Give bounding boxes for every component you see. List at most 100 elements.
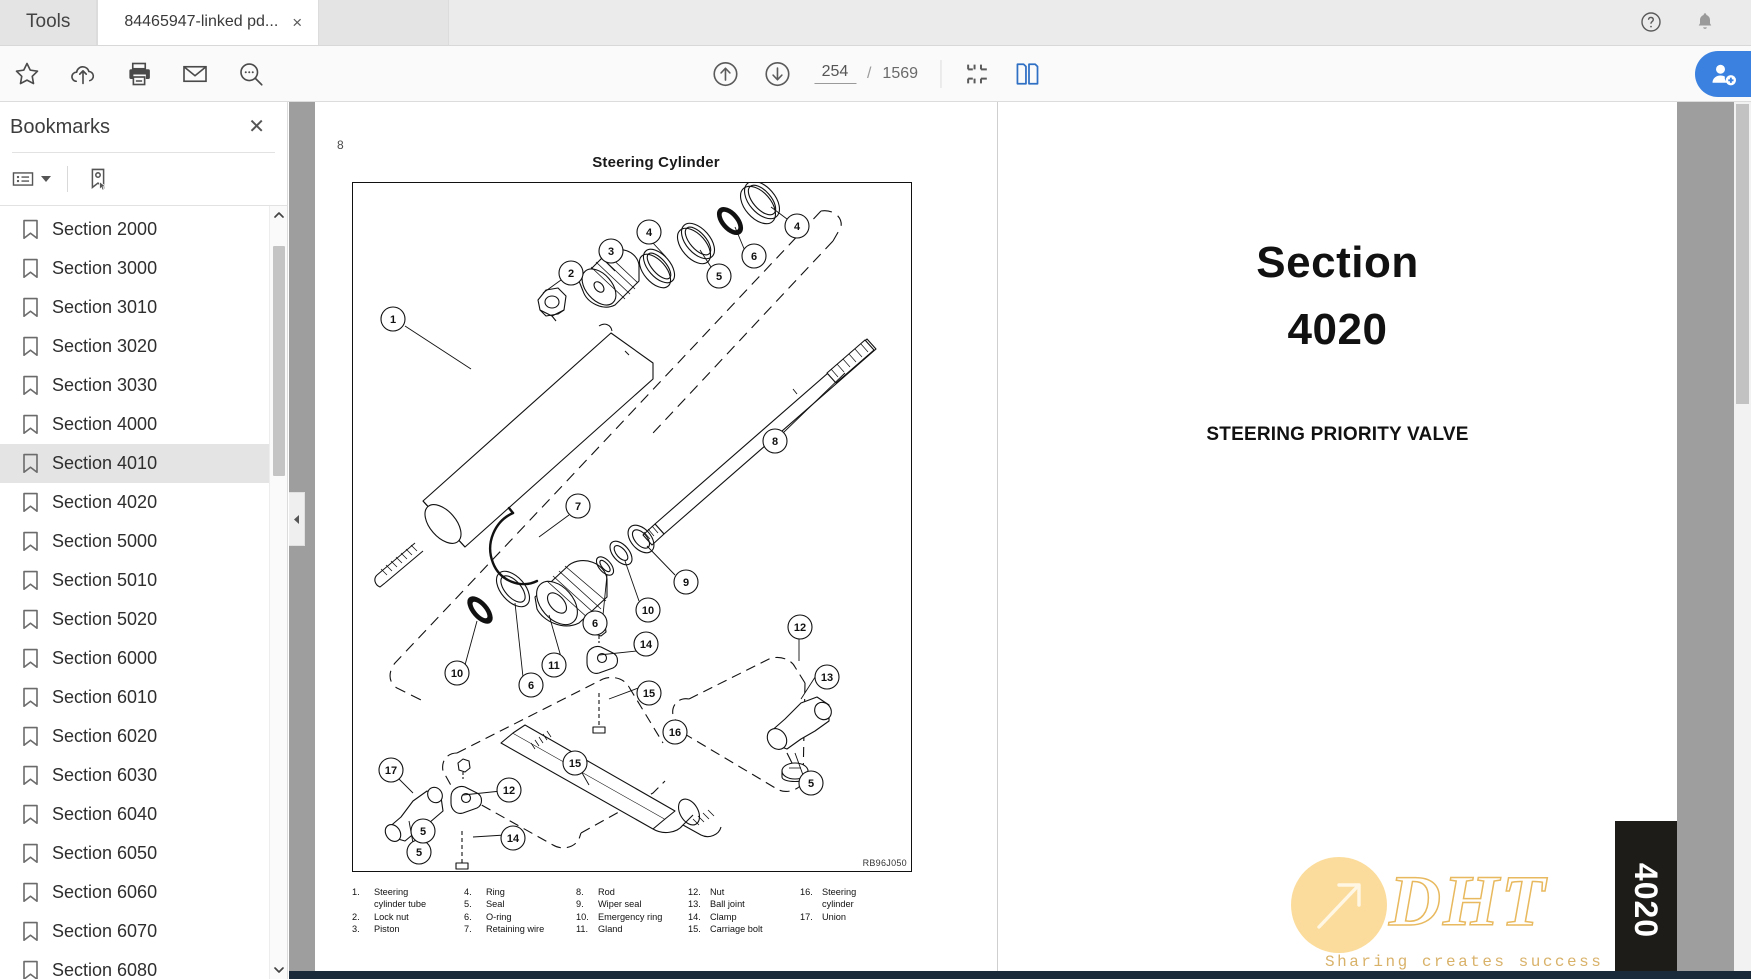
watermark: DHT Sharing creates success bbox=[1281, 843, 1611, 975]
tab-tools[interactable]: Tools bbox=[0, 0, 98, 45]
sidebar-item-section-6040[interactable]: Section 6040 bbox=[0, 795, 287, 834]
bookmark-icon bbox=[22, 453, 39, 474]
watermark-circle-icon bbox=[1291, 857, 1387, 953]
sidebar-item-section-3010[interactable]: Section 3010 bbox=[0, 288, 287, 327]
bookmark-icon bbox=[22, 492, 39, 513]
envelope-icon[interactable] bbox=[180, 59, 210, 89]
sidebar-item-label: Section 4010 bbox=[52, 453, 158, 473]
arrow-up-circle-icon[interactable] bbox=[710, 59, 740, 89]
bookmark-icon bbox=[22, 414, 39, 435]
toolbar-center-group: 254 / 1569 bbox=[710, 59, 1041, 89]
page-navigator: 254 / 1569 bbox=[813, 63, 918, 84]
sidebar-collapse-handle[interactable] bbox=[289, 492, 305, 546]
legend-item-name: Gland bbox=[598, 924, 623, 935]
sidebar-item-label: Section 3000 bbox=[52, 258, 158, 278]
tab-strip-actions bbox=[1639, 0, 1751, 45]
scroll-down-icon[interactable] bbox=[270, 961, 287, 979]
legend-item-name: Ball joint bbox=[710, 899, 745, 910]
page-left: 8 Steering Cylinder bbox=[315, 102, 997, 979]
sidebar-item-section-6010[interactable]: Section 6010 bbox=[0, 678, 287, 717]
sidebar-item-section-3020[interactable]: Section 3020 bbox=[0, 327, 287, 366]
legend-item-name: Carriage bolt bbox=[710, 924, 763, 935]
sidebar-item-section-6080[interactable]: Section 6080 bbox=[0, 951, 287, 979]
bookmark-icon bbox=[22, 375, 39, 396]
bookmarks-toolbar bbox=[0, 153, 287, 205]
window-bottom-strip bbox=[289, 971, 1751, 979]
sidebar-item-section-4000[interactable]: Section 4000 bbox=[0, 405, 287, 444]
svg-text:3: 3 bbox=[608, 246, 614, 258]
svg-text:12: 12 bbox=[794, 622, 806, 634]
new-bookmark-icon[interactable] bbox=[84, 165, 112, 193]
two-page-view-icon[interactable] bbox=[1013, 60, 1041, 88]
search-zoom-icon[interactable] bbox=[236, 59, 266, 89]
tab-document-label: 84465947-linked pd... bbox=[124, 13, 279, 30]
legend-item-number: 10. bbox=[576, 911, 589, 922]
legend-item-name: O-ring bbox=[486, 911, 512, 922]
chevron-down-icon[interactable] bbox=[41, 176, 51, 182]
tab-document[interactable]: 84465947-linked pd... × bbox=[97, 0, 320, 45]
sidebar-item-section-4020[interactable]: Section 4020 bbox=[0, 483, 287, 522]
sidebar-item-section-4010[interactable]: Section 4010 bbox=[0, 444, 287, 483]
viewer-scrollbar[interactable] bbox=[1734, 102, 1751, 979]
sidebar-item-section-3030[interactable]: Section 3030 bbox=[0, 366, 287, 405]
bell-icon[interactable] bbox=[1693, 10, 1717, 34]
add-user-button[interactable] bbox=[1695, 50, 1751, 97]
legend-item-name: cylinder tube bbox=[374, 899, 427, 910]
sidebar-item-section-5010[interactable]: Section 5010 bbox=[0, 561, 287, 600]
legend-item-number: 2. bbox=[352, 911, 360, 922]
crop-marks-icon[interactable] bbox=[963, 60, 991, 88]
svg-text:8: 8 bbox=[772, 436, 778, 448]
sidebar-item-label: Section 2000 bbox=[52, 219, 158, 239]
svg-text:5: 5 bbox=[416, 847, 422, 859]
svg-text:12: 12 bbox=[503, 785, 515, 797]
sidebar-item-section-6030[interactable]: Section 6030 bbox=[0, 756, 287, 795]
legend-item-number: 4. bbox=[464, 887, 472, 897]
sidebar-item-label: Section 4020 bbox=[52, 492, 158, 512]
sidebar-scroll-thumb[interactable] bbox=[273, 246, 285, 476]
close-icon[interactable]: × bbox=[292, 12, 303, 32]
section-subtitle: STEERING PRIORITY VALVE bbox=[1206, 424, 1469, 445]
sidebar-item-section-5000[interactable]: Section 5000 bbox=[0, 522, 287, 561]
svg-text:11: 11 bbox=[548, 660, 560, 672]
section-heading: Section bbox=[1256, 238, 1419, 287]
sidebar-item-label: Section 6000 bbox=[52, 648, 158, 668]
sidebar-item-section-2000[interactable]: Section 2000 bbox=[0, 210, 287, 249]
svg-text:15: 15 bbox=[569, 758, 581, 770]
divider bbox=[67, 166, 68, 192]
sidebar-item-section-6060[interactable]: Section 6060 bbox=[0, 873, 287, 912]
list-options-icon[interactable] bbox=[10, 166, 51, 192]
sidebar-scrollbar[interactable] bbox=[269, 206, 287, 979]
sidebar-item-section-6000[interactable]: Section 6000 bbox=[0, 639, 287, 678]
svg-text:2: 2 bbox=[568, 268, 574, 280]
legend-item-name: Seal bbox=[486, 899, 505, 910]
bookmarks-sidebar: Bookmarks ✕ bbox=[0, 102, 288, 979]
close-icon[interactable]: ✕ bbox=[248, 116, 265, 138]
bookmark-icon bbox=[22, 687, 39, 708]
legend-item-number: 12. bbox=[688, 887, 701, 897]
sidebar-item-section-6050[interactable]: Section 6050 bbox=[0, 834, 287, 873]
sidebar-item-label: Section 6030 bbox=[52, 765, 158, 785]
scroll-up-icon[interactable] bbox=[270, 206, 287, 224]
print-icon[interactable] bbox=[124, 59, 154, 89]
arrow-down-circle-icon[interactable] bbox=[762, 59, 792, 89]
legend-item-number: 5. bbox=[464, 899, 472, 910]
document-viewer[interactable]: 8 Steering Cylinder bbox=[289, 102, 1751, 979]
star-icon[interactable] bbox=[12, 59, 42, 89]
svg-text:10: 10 bbox=[642, 605, 654, 617]
svg-text:4: 4 bbox=[646, 227, 653, 239]
legend-numbers: 4.5.6.7. bbox=[464, 886, 486, 936]
sidebar-item-section-6020[interactable]: Section 6020 bbox=[0, 717, 287, 756]
sidebar-item-section-6070[interactable]: Section 6070 bbox=[0, 912, 287, 951]
sidebar-item-section-3000[interactable]: Section 3000 bbox=[0, 249, 287, 288]
svg-text:5: 5 bbox=[808, 778, 814, 790]
sidebar-item-section-5020[interactable]: Section 5020 bbox=[0, 600, 287, 639]
viewer-scroll-thumb[interactable] bbox=[1736, 104, 1749, 404]
cloud-upload-icon[interactable] bbox=[68, 59, 98, 89]
help-circle-icon[interactable] bbox=[1639, 10, 1663, 34]
page-number-input[interactable]: 254 bbox=[813, 63, 856, 84]
